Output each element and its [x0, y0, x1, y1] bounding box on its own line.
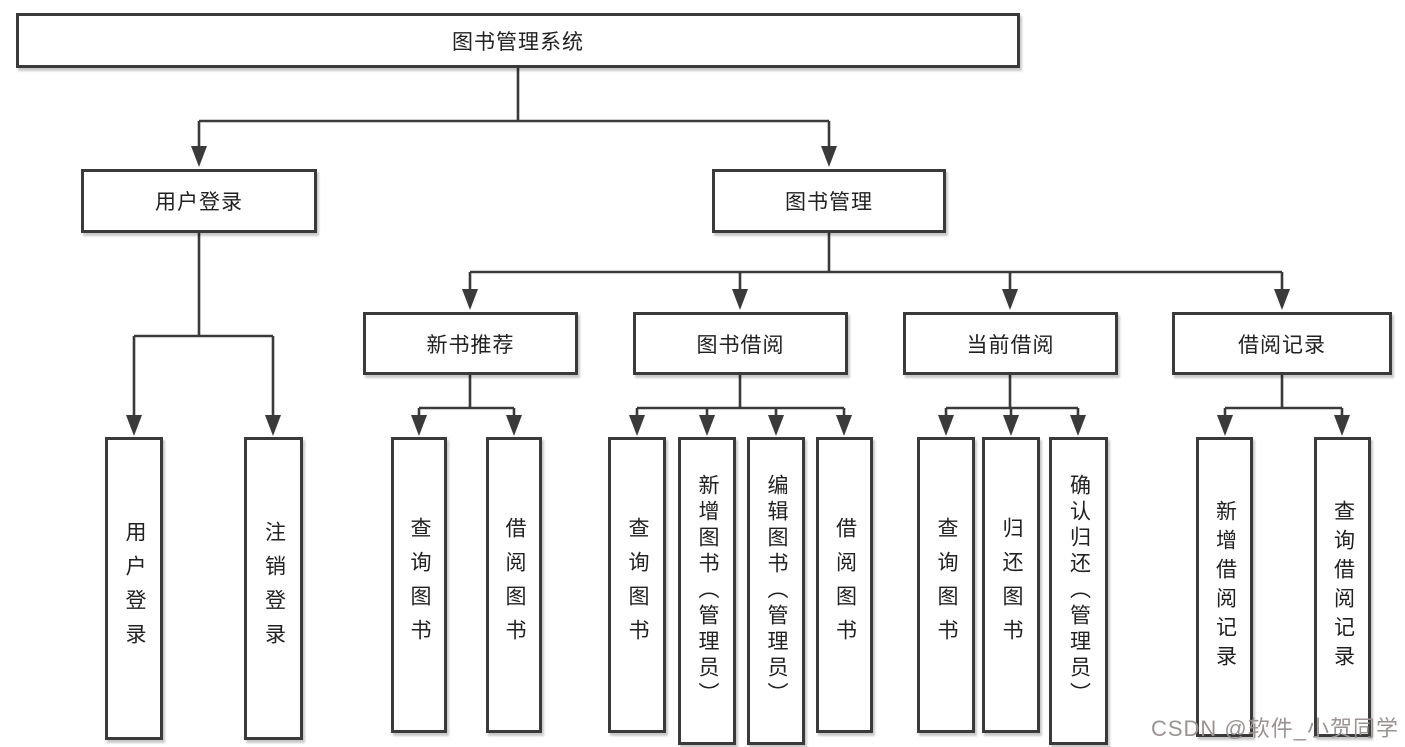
- node-add-books-admin: 新增图书（管理员）: [678, 437, 736, 745]
- node-book-management: 图书管理: [712, 169, 946, 233]
- node-book-management-system: 图书管理系统: [16, 13, 1020, 68]
- node-label: 注销登录: [262, 520, 286, 657]
- node-current-borrowing: 当前借阅: [903, 312, 1118, 375]
- node-label: 用户登录: [123, 520, 146, 657]
- node-add-borrow-record: 新增借阅记录: [1196, 437, 1253, 737]
- node-label: 编辑图书（管理员）: [765, 474, 788, 708]
- node-label: 图书管理系统: [452, 30, 584, 54]
- node-label: 查询图书: [935, 517, 958, 653]
- node-confirm-return-admin: 确认归还（管理员）: [1049, 437, 1108, 745]
- node-label: 新书推荐: [426, 333, 515, 357]
- node-label: 借阅图书: [833, 517, 857, 653]
- node-label: 借阅记录: [1238, 333, 1326, 357]
- node-borrow-books: 借阅图书: [486, 437, 542, 733]
- node-label: 确认归还（管理员）: [1067, 474, 1091, 708]
- node-edit-books-admin: 编辑图书（管理员）: [747, 437, 805, 745]
- node-label: 图书借阅: [696, 333, 785, 357]
- node-label: 查询借阅记录: [1331, 500, 1355, 674]
- node-user-login: 用户登录: [81, 169, 317, 233]
- node-label: 新增图书（管理员）: [696, 474, 719, 708]
- node-label: 新增借阅记录: [1213, 500, 1237, 674]
- arrowheads: [126, 146, 1350, 436]
- tree-edges: [132, 68, 1344, 420]
- node-user-login-leaf: 用户登录: [105, 437, 163, 740]
- node-borrowing-records: 借阅记录: [1172, 312, 1392, 375]
- node-label: 归还图书: [1000, 517, 1023, 653]
- node-label: 用户登录: [155, 191, 243, 214]
- node-label: 查询图书: [408, 517, 431, 653]
- node-label: 借阅图书: [503, 517, 526, 653]
- node-return-books: 归还图书: [982, 437, 1040, 733]
- node-query-books: 查询图书: [917, 437, 975, 733]
- node-logout: 注销登录: [244, 437, 303, 740]
- watermark: CSDN @软件_小贺同学: [1150, 716, 1399, 741]
- node-label: 当前借阅: [966, 333, 1055, 357]
- node-new-book-recommend: 新书推荐: [363, 312, 578, 375]
- node-query-borrow-record: 查询借阅记录: [1314, 437, 1371, 737]
- node-query-books: 查询图书: [391, 437, 447, 733]
- node-label: 图书管理: [785, 191, 873, 214]
- node-borrow-books: 借阅图书: [816, 437, 873, 733]
- node-query-books: 查询图书: [608, 437, 666, 733]
- node-label: 查询图书: [626, 517, 649, 653]
- node-book-borrowing: 图书借阅: [633, 312, 848, 375]
